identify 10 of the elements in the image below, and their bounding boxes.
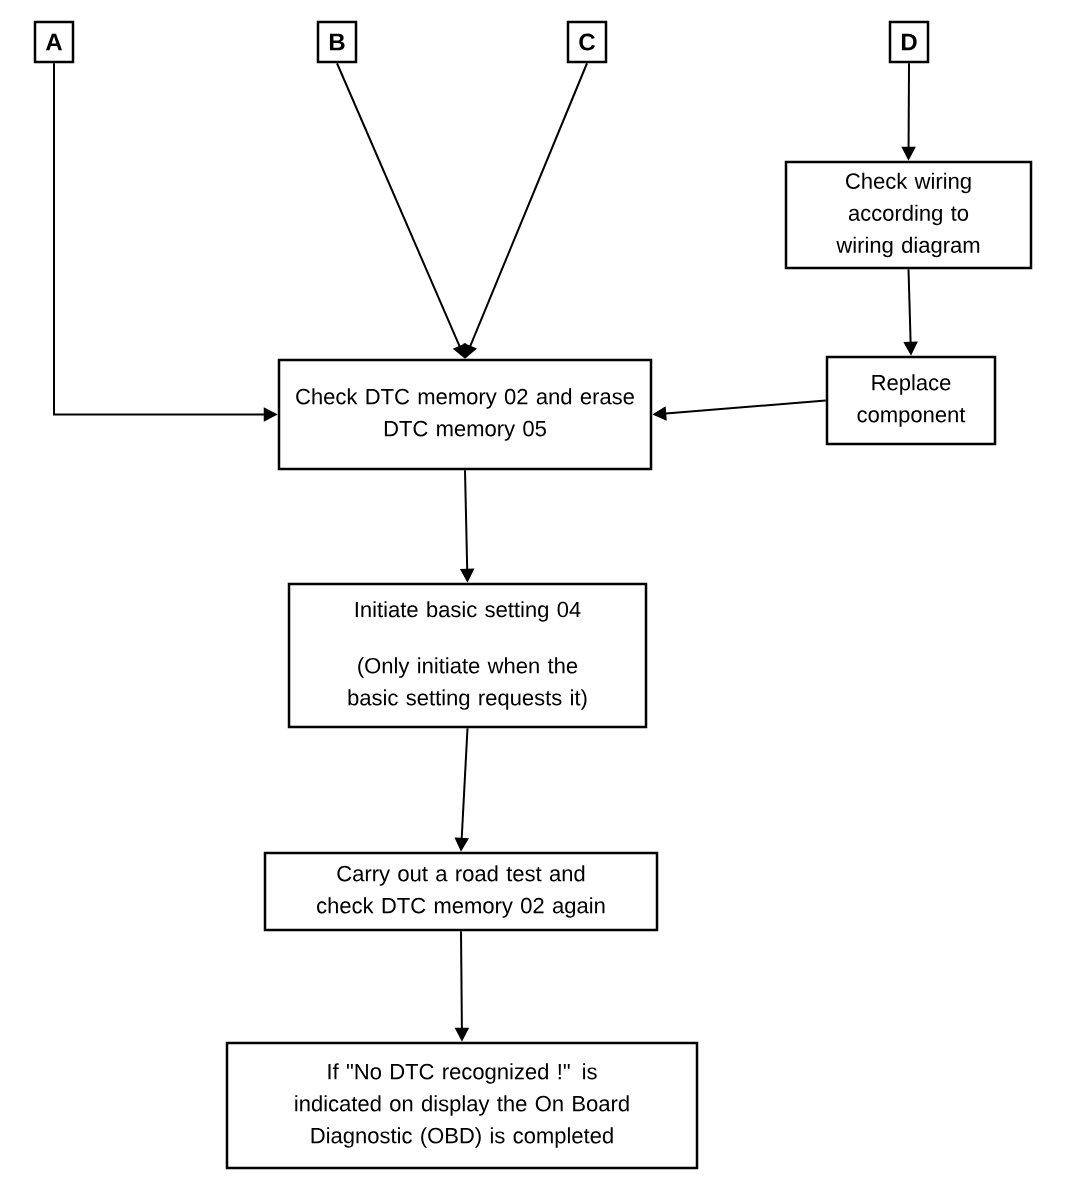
connector-letter-box: A [33, 20, 75, 64]
connector-letter-box: D [888, 20, 930, 64]
process-box: If "No DTC recognized !" is indicated on display the On Board Diagnostic (OBD) is completed [225, 1041, 699, 1170]
process-box: Check wiring according to wiring diagram [784, 160, 1033, 270]
process-box: Replace component [825, 355, 997, 446]
connector-letter-box: C [566, 20, 608, 64]
process-box: Initiate basic setting 04 (Only initiate when the basic setting requests it) [287, 582, 648, 729]
process-box: Check DTC memory 02 and erase DTC memory 05 [277, 358, 653, 471]
connector-letter-box: B [316, 20, 358, 64]
process-box: Carry out a road test and check DTC memory 02 again [263, 851, 659, 932]
